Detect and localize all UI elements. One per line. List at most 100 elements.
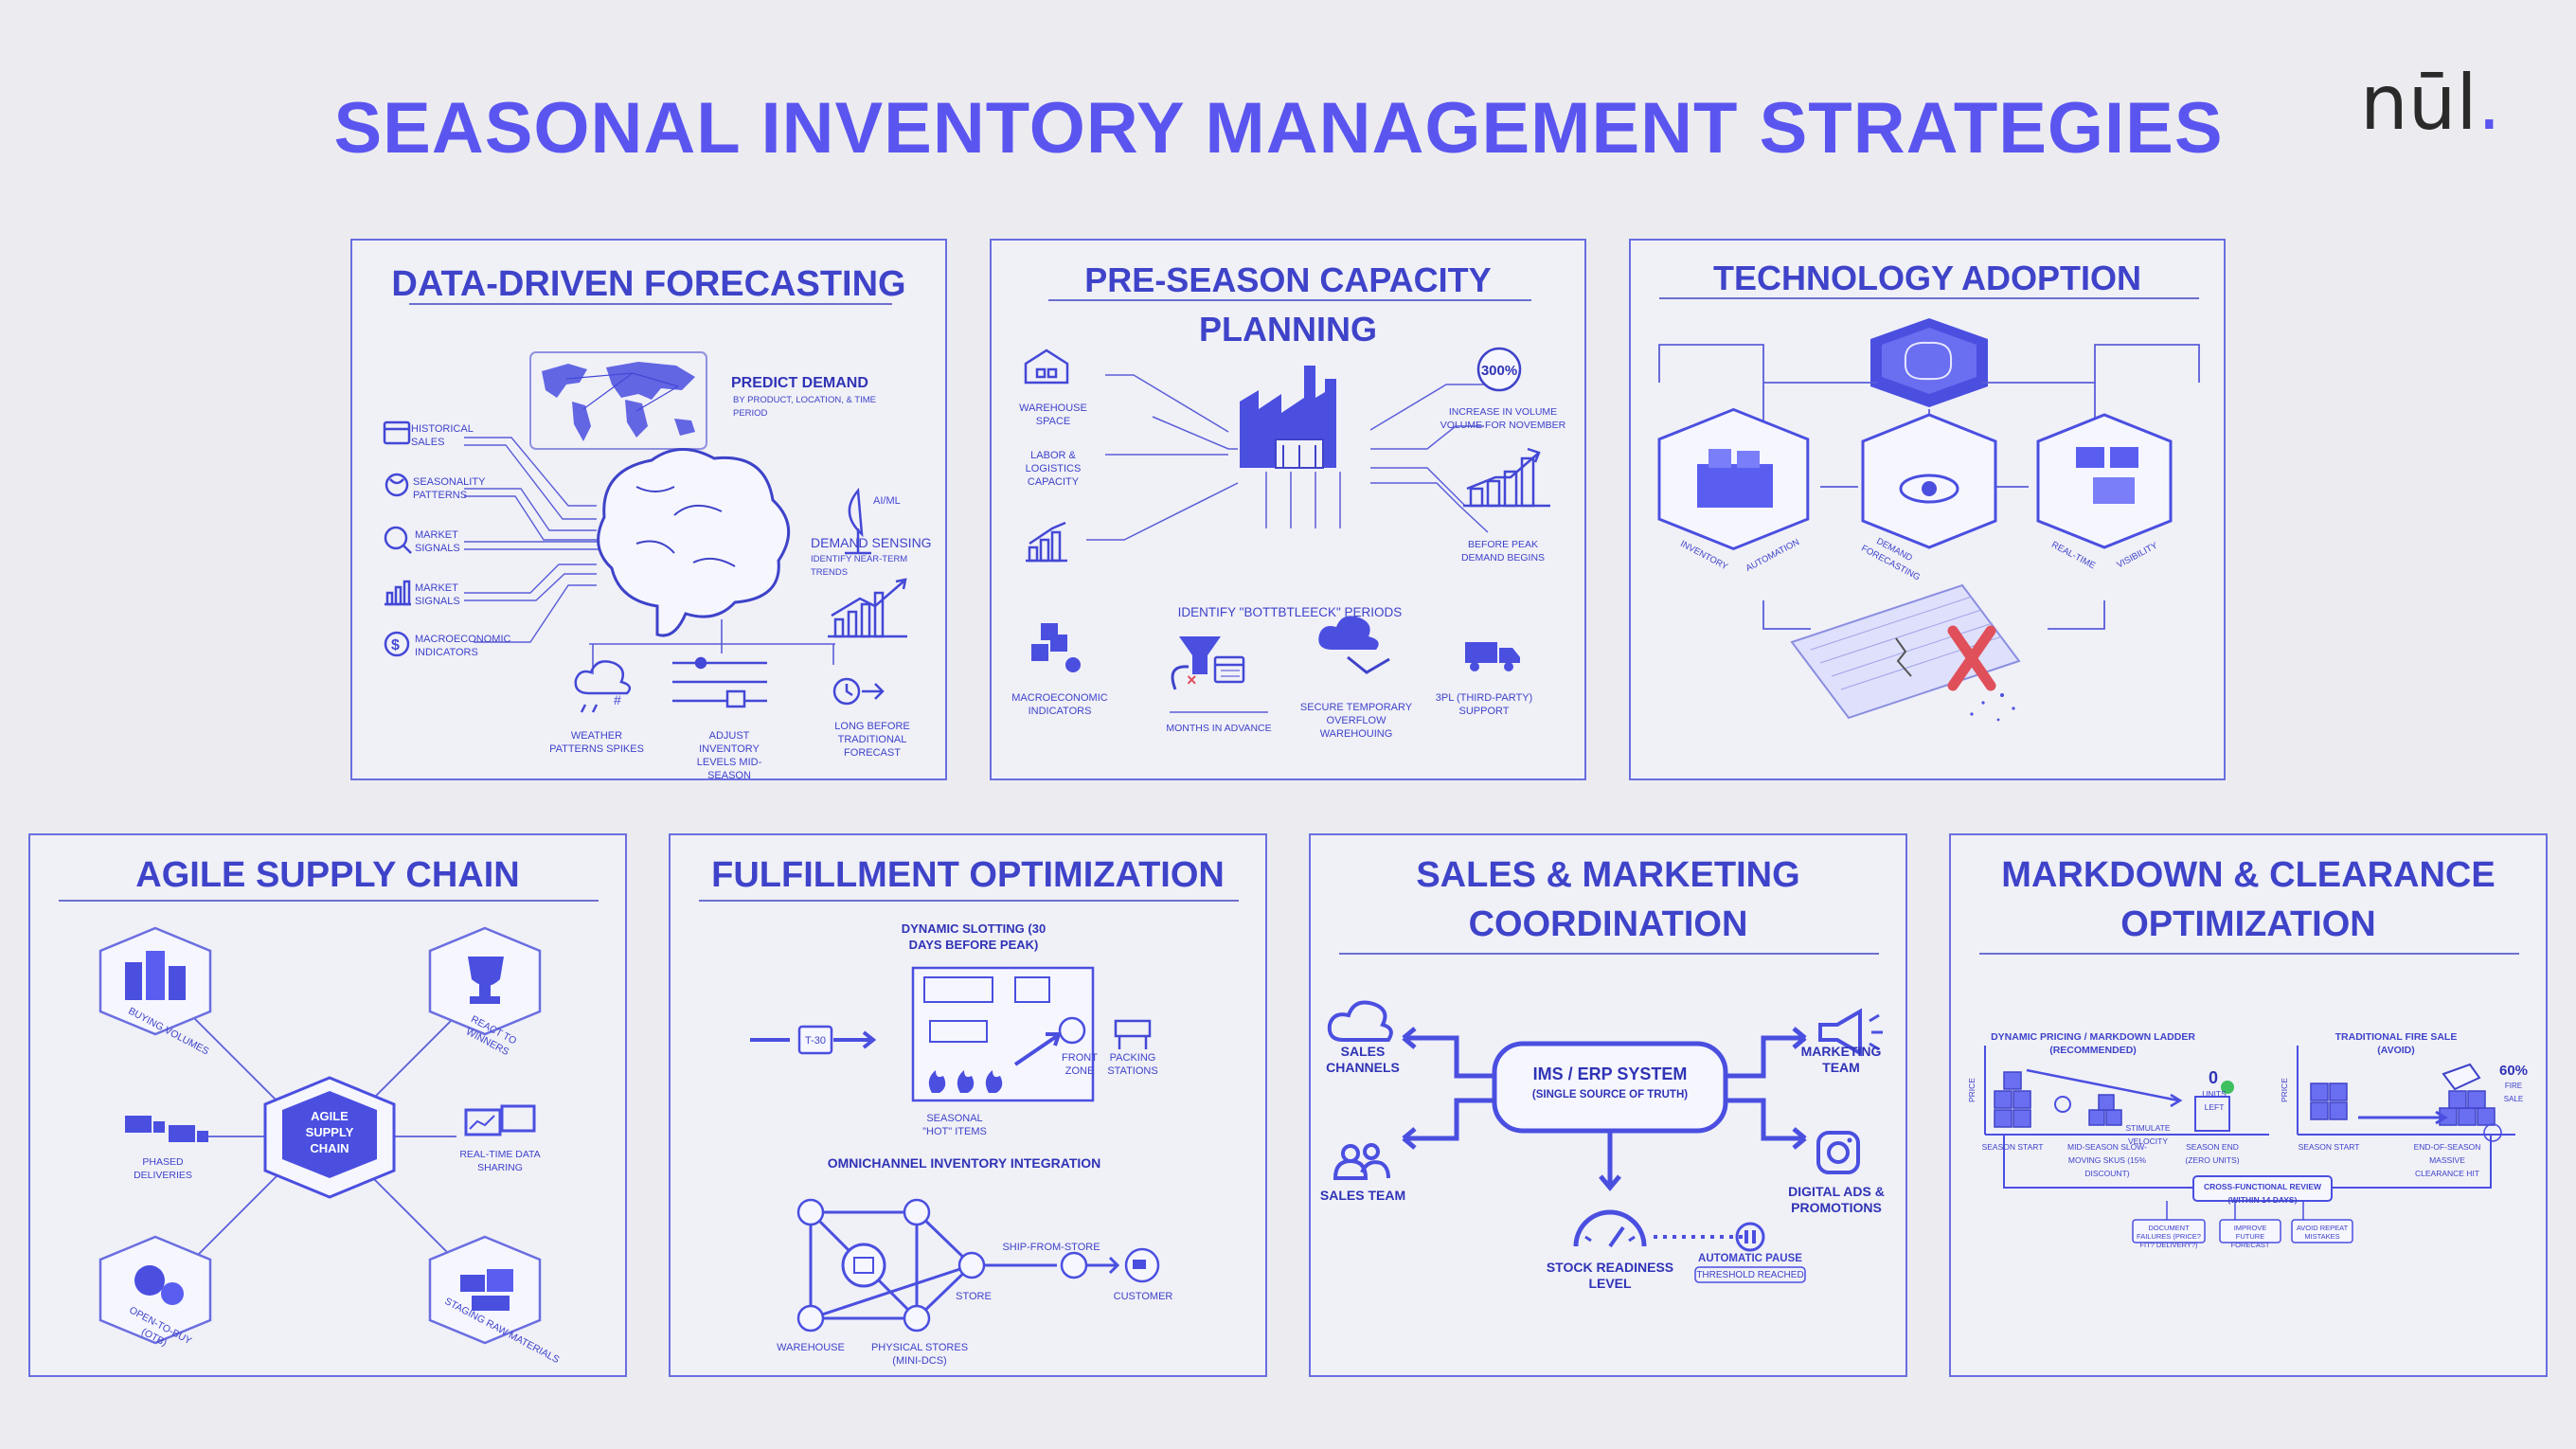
front-zone-label: FRONT ZONE — [1062, 1052, 1098, 1077]
dollar-icon: $ — [384, 631, 410, 657]
input-label: MARKET SIGNALS — [415, 582, 460, 607]
agile-graphic — [98, 926, 542, 1345]
world-map-icon — [542, 362, 695, 441]
panel-title-line2: OPTIMIZATION — [2120, 904, 2376, 944]
panel-capacity: PRE-SEASON CAPACITY PLANNING × WAREHOUSE… — [990, 239, 1586, 780]
capacity-label: LABOR & LOGISTICS CAPACITY — [1025, 450, 1082, 488]
capacity-label: MACROECONOMIC INDICATORS — [1011, 692, 1108, 717]
packing-station-icon — [1114, 1019, 1152, 1049]
packing-label: PACKING STATIONS — [1107, 1052, 1158, 1077]
hot-items-label: SEASONAL "HOT" ITEMS — [922, 1113, 987, 1137]
funnel-icon — [1179, 636, 1221, 674]
demand-forecasting-icon — [1861, 413, 1997, 549]
warehouse-label: WAREHOUSE — [777, 1342, 845, 1353]
bar-chart-icon — [385, 580, 411, 606]
stopwatch-icon — [1058, 1016, 1086, 1045]
identify-label: IDENTIFY "BOTTBTLEECK" PERIODS — [1177, 605, 1403, 619]
growth-chart-icon — [1463, 447, 1550, 508]
check-icon — [2221, 1081, 2234, 1094]
gauge-icon — [1573, 1209, 1647, 1248]
input-label: MACROECONOMIC INDICATORS — [415, 634, 511, 658]
trophy-icon — [428, 926, 542, 1036]
outcome-label: IMPROVE FUTURE FORECAST — [2230, 1224, 2270, 1249]
store-node-icons — [796, 1198, 1088, 1333]
team-icon — [1333, 1143, 1390, 1180]
sliders-icon — [672, 656, 767, 708]
fire-badge: FIRE SALE — [2503, 1082, 2524, 1103]
ai-ml-label: AI/ML — [873, 495, 901, 507]
capacity-label: MONTHS IN ADVANCE — [1166, 723, 1272, 734]
seasonality-icon — [385, 473, 409, 497]
sales-graphic — [1327, 1000, 1883, 1283]
warehouse-icon — [1024, 349, 1069, 385]
sad-face-icon — [2483, 1123, 2502, 1142]
boxes-gear-icon — [1031, 623, 1081, 672]
md-label: SEASON START — [1981, 1142, 2044, 1152]
panel-markdown: MARKDOWN & CLEARANCE OPTIMIZATION DYNAMI… — [1949, 833, 2548, 1377]
md-label: SEASON END (ZERO UNITS) — [2185, 1142, 2240, 1165]
svg-text:$: $ — [391, 637, 400, 653]
page-title: SEASONAL INVENTORY MANAGEMENT STRATEGIES — [333, 88, 2224, 169]
capacity-label: SECURE TEMPORARY OVERFLOW WAREHOUING — [1299, 702, 1413, 740]
market-signals-icon — [384, 526, 412, 554]
md-label: MID-SEASON SLOW-MOVING SKUs (15% DISCOUN… — [2067, 1142, 2147, 1178]
capacity-label: INCREASE IN VOLUME VOLUME FOR NOVEMBER — [1440, 406, 1566, 431]
fulfillment-graphic — [750, 966, 1160, 1333]
marketing-label: MARKETING TEAM — [1800, 1044, 1882, 1075]
panel-title: AGILE SUPPLY CHAIN — [135, 855, 520, 895]
instagram-icon — [1816, 1131, 1860, 1174]
customer-label: CUSTOMER — [1113, 1291, 1173, 1302]
pct-badge: 60% — [2498, 1063, 2529, 1079]
calendar-icon — [383, 420, 411, 445]
outcome-label: AVOID REPEAT MISTAKES — [2296, 1224, 2349, 1241]
otb-coins-icon — [98, 1235, 212, 1345]
cloud-handshake-icon — [1318, 616, 1379, 650]
panel-forecasting: DATA-DRIVEN FORECASTING $ — [350, 239, 947, 781]
sensing-title: DEMAND SENSING — [811, 535, 932, 550]
red-x-icon — [1947, 625, 1996, 691]
brand-logo: nūl. — [2360, 59, 2502, 147]
outcome-label: DOCUMENT FAILURES (PRICE? FIT? DELIVERY?… — [2137, 1224, 2201, 1249]
t30-label: T-30 — [804, 1035, 826, 1046]
threshold-label: THRESHOLD REACHED — [1696, 1270, 1804, 1280]
satellite-dish-icon — [845, 487, 871, 555]
hub-sub: (SINGLE SOURCE OF TRUTH) — [1531, 1089, 1689, 1100]
stock-label: STOCK READINESS LEVEL — [1546, 1260, 1674, 1291]
pause-icon — [1735, 1222, 1765, 1252]
panel-sales: SALES & MARKETING COORDINATION IMS / ERP… — [1309, 833, 1907, 1377]
panel-fulfillment: FULFILLMENT OPTIMIZATION DYNAMIC SLOTTIN… — [669, 833, 1267, 1377]
markdown-graphic — [1984, 1046, 2515, 1243]
panel-title: TECHNOLOGY ADOPTION — [1712, 259, 2142, 297]
sales-channels-label: SALES CHANNELS — [1326, 1044, 1400, 1075]
input-label: MARKET SIGNALS — [415, 529, 460, 554]
units-left-label: UNITS LEFT — [2202, 1089, 2227, 1112]
technology-graphic — [1657, 318, 2200, 722]
real-time-visibility-icon — [2036, 413, 2173, 549]
panel-title: DATA-DRIVEN FORECASTING — [391, 264, 906, 304]
axis-label: PRICE — [1967, 1078, 1977, 1102]
store-label: STORE — [956, 1291, 992, 1302]
raw-materials-icon — [428, 1235, 542, 1345]
output-label: ADJUST INVENTORY LEVELS MID-SEASON — [696, 730, 762, 781]
clock-icon — [832, 677, 885, 706]
omni-label: OMNICHANNEL INVENTORY INTEGRATION — [827, 1155, 1101, 1171]
truck-icon — [1465, 642, 1520, 671]
panel-title: PRE-SEASON CAPACITY PLANNING — [1084, 260, 1492, 349]
agile-center-label: AGILE SUPPLY CHAIN — [305, 1109, 354, 1155]
hub-title: IMS / ERP SYSTEM — [1532, 1064, 1688, 1083]
t30-calendar-icon — [797, 1025, 833, 1055]
ship-from-store-label: SHIP-FROM-STORE — [1002, 1242, 1100, 1253]
price-tag-icon — [2442, 1063, 2481, 1091]
digital-label: DIGITAL ADS & PROMOTIONS — [1788, 1184, 1885, 1215]
review-label: CROSS-FUNCTIONAL REVIEW (WITHIN 14 DAYS) — [2203, 1182, 2322, 1205]
capacity-label: BEFORE PEAK DEMAND BEGINS — [1460, 539, 1546, 564]
stock-boxes — [1994, 1071, 2496, 1128]
physical-label: PHYSICAL STORES (MINI-DCS) — [870, 1342, 969, 1367]
pause-label: AUTOMATIC PAUSE — [1698, 1253, 1802, 1264]
capacity-label: 3PL (THIRD-PARTY) SUPPORT — [1435, 692, 1533, 717]
units-left-number: 0 — [2208, 1068, 2218, 1087]
brain-icon — [597, 448, 791, 637]
agile-node-label: REAL-TIME DATA SHARING — [459, 1149, 541, 1173]
ai-brain-icon — [1870, 318, 1988, 407]
calendar-icon — [1213, 655, 1245, 684]
